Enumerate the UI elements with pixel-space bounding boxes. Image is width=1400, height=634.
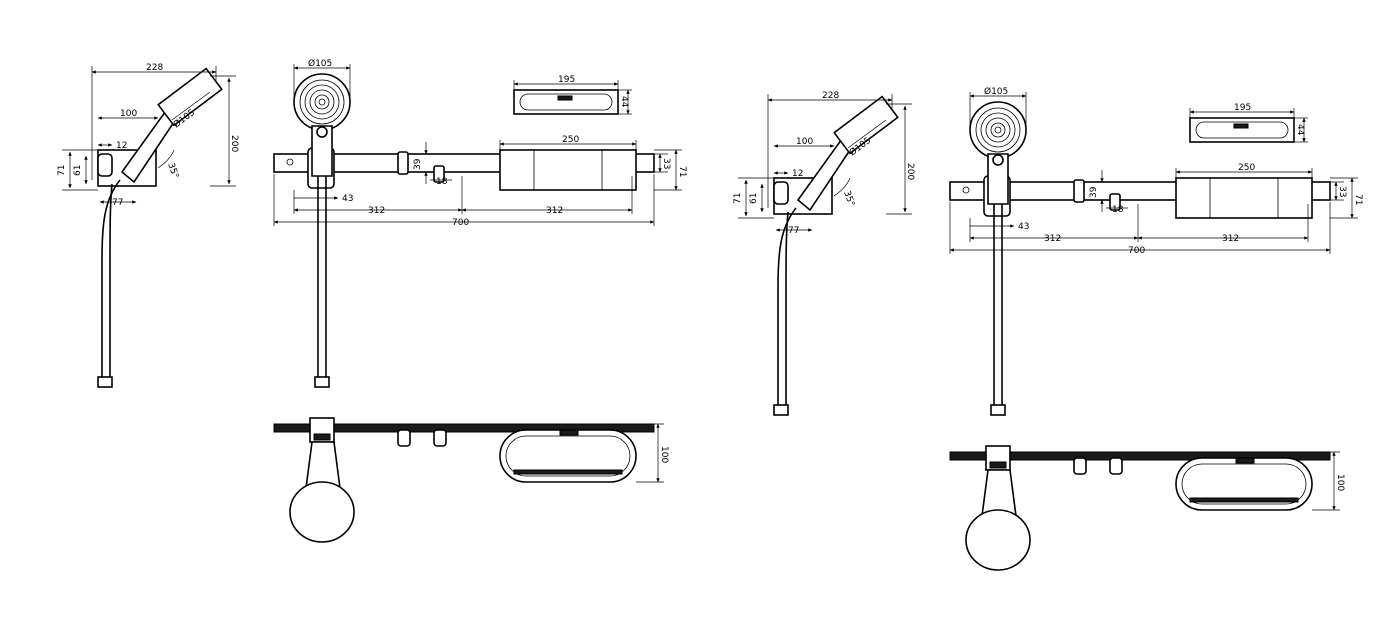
dim-312-left: 312 [368, 206, 385, 216]
dim-77: 77 [112, 198, 123, 208]
front-view: 195 44 [273, 58, 687, 388]
dim-71-front: 71 [677, 166, 687, 177]
side-view: 228 200 100 Ø105 12 71 61 35° 77 [57, 63, 239, 388]
hose-connector [97, 153, 113, 177]
dim-head-dia-front: Ø105 [984, 86, 1008, 97]
dim-angle: 35° [165, 162, 180, 180]
dim-71-front: 71 [1353, 194, 1363, 205]
dim-61: 61 [749, 193, 759, 204]
dim-228: 228 [146, 63, 163, 73]
dim-312-right: 312 [546, 206, 563, 216]
dim-33: 33 [1337, 186, 1347, 197]
dim-195: 195 [558, 75, 575, 85]
dim-71: 71 [57, 165, 67, 176]
dim-200: 200 [229, 135, 239, 152]
dim-43: 43 [342, 194, 353, 204]
dim-head-dia-front: Ø105 [308, 58, 332, 69]
dim-12: 12 [116, 141, 127, 151]
rail-top [273, 423, 655, 433]
dim-angle: 35° [841, 190, 856, 208]
dim-44: 44 [1295, 124, 1305, 136]
dim-700: 700 [452, 218, 469, 228]
dim-43: 43 [1018, 222, 1029, 232]
shower-head-side [157, 67, 223, 127]
top-view: 100 [949, 445, 1345, 571]
shower-head-front [293, 73, 351, 131]
front-view: 195 44 [949, 86, 1363, 416]
dim-33: 33 [661, 158, 671, 169]
dim-250: 250 [562, 135, 579, 145]
dim-39: 39 [1089, 186, 1099, 198]
dim-77: 77 [788, 226, 799, 236]
dim-312-left: 312 [1044, 234, 1061, 244]
view-set-right: 228 200 100 Ø105 12 71 61 35° 77 [733, 86, 1363, 571]
dim-71: 71 [733, 193, 743, 204]
view-set-left: 228 200 100 Ø105 12 71 61 35° 77 [57, 58, 687, 543]
dim-228: 228 [822, 91, 839, 101]
dim-12: 12 [792, 169, 803, 179]
dim-250: 250 [1238, 163, 1255, 173]
side-view: 228 200 100 Ø105 12 71 61 35° 77 [733, 91, 915, 416]
top-view: 100 [273, 417, 669, 543]
dim-18: 18 [1112, 205, 1124, 215]
shower-head-side [833, 95, 899, 155]
dim-195: 195 [1234, 103, 1251, 113]
hose-end [97, 376, 113, 388]
dim-200: 200 [905, 163, 915, 180]
shower-head-top [289, 481, 355, 543]
dim-100: 100 [120, 109, 137, 119]
dim-44: 44 [619, 96, 629, 108]
dim-61: 61 [73, 165, 83, 176]
dim-100-top: 100 [659, 446, 669, 463]
dim-100-top: 100 [1335, 474, 1345, 491]
dim-312-right: 312 [1222, 234, 1239, 244]
shower-head-front [969, 101, 1027, 159]
dim-18: 18 [436, 177, 448, 187]
shelf [499, 149, 637, 191]
dim-700: 700 [1128, 246, 1145, 256]
dim-39: 39 [413, 158, 423, 170]
shower-hose [101, 179, 121, 378]
shower-head-top [965, 509, 1031, 571]
dim-100: 100 [796, 137, 813, 147]
